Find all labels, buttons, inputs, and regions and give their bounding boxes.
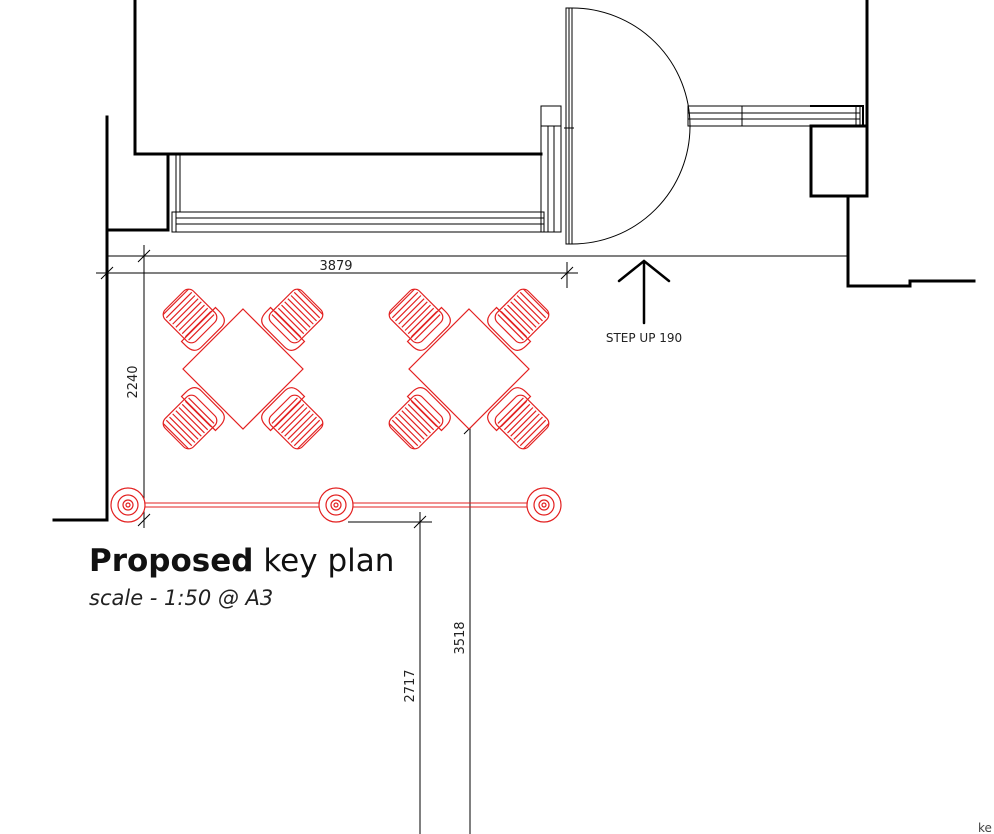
chair-8 — [487, 387, 550, 450]
drawing-title-bold: Proposed — [89, 543, 253, 579]
chair-3 — [162, 387, 225, 450]
chair-4 — [261, 387, 324, 450]
barrier-post-1 — [110, 487, 146, 523]
building-outline-upper — [133, 0, 543, 156]
chair-7 — [388, 387, 451, 450]
door-swing-arc — [571, 7, 691, 245]
window-lower — [171, 211, 545, 233]
barrier-post-3 — [526, 487, 562, 523]
right-wall-cap — [810, 105, 864, 125]
right-return-wall — [846, 194, 976, 288]
dimension-lines — [96, 245, 578, 834]
chair-2 — [261, 288, 324, 351]
table-1 — [182, 308, 304, 430]
step-arrow — [617, 259, 671, 325]
dimension-run-b-label: 2717 — [403, 669, 418, 702]
dimension-depth-label: 2240 — [126, 365, 141, 398]
left-boundary-wall — [52, 115, 109, 522]
window-right — [687, 105, 861, 127]
dimension-width-label: 3879 — [319, 259, 352, 274]
drawing-title: Proposed key plan — [89, 543, 394, 579]
cropped-label: ke — [978, 821, 992, 834]
dimension-run-a-label: 3518 — [453, 621, 468, 654]
glazing — [171, 105, 861, 233]
chair-6 — [487, 288, 550, 351]
drawing-title-rest: key plan — [253, 543, 394, 579]
drawing-scale: scale - 1:50 @ A3 — [89, 586, 273, 610]
step-up-note: STEP UP 190 — [606, 331, 682, 345]
furniture-layer — [110, 288, 562, 523]
building-wall-left-return — [105, 152, 170, 232]
chair-1 — [162, 288, 225, 351]
table-2 — [408, 308, 530, 430]
door-frame — [540, 105, 562, 233]
door — [564, 7, 691, 245]
chair-5 — [388, 288, 451, 351]
barrier-post-2 — [318, 487, 354, 523]
right-column-box — [809, 124, 869, 198]
